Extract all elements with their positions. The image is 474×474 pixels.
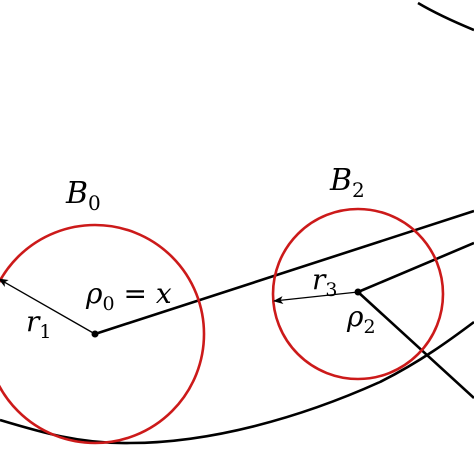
path-rho2-upper	[357, 241, 474, 294]
radius-r3-arrow	[273, 291, 359, 305]
radius-r1-arrow	[0, 278, 96, 335]
ball-b2-base: B	[329, 163, 352, 198]
r1-sub: 1	[39, 321, 51, 343]
path-rho2-lower	[357, 291, 474, 399]
rho0-sub: 0	[102, 293, 114, 315]
rho0-label: ρ0 = x	[85, 277, 172, 315]
rho2-point	[354, 288, 362, 296]
rho0-rest: = x	[115, 277, 172, 310]
rho2-label: ρ2	[346, 300, 376, 338]
ball-b0-sub: 0	[88, 191, 101, 215]
r1-label: r1	[26, 305, 51, 343]
r3-sub: 3	[325, 279, 337, 301]
ball-b0-circle	[0, 223, 206, 445]
path-rho0-to-right	[94, 209, 474, 336]
r3-base: r	[312, 263, 327, 296]
rho0-point	[91, 330, 99, 338]
ball-b2-sub: 2	[352, 178, 365, 202]
ball-b0-base: B	[65, 176, 88, 211]
ball-b2-label: B2	[329, 163, 365, 202]
rho0-base: ρ	[85, 277, 103, 310]
ball-b0-label: B0	[65, 176, 101, 215]
r3-label: r3	[312, 263, 337, 301]
top-right-curve	[417, 1, 474, 32]
ball-b2-circle	[271, 207, 445, 381]
rho2-base: ρ	[346, 300, 364, 333]
lower-bounding-curve	[0, 320, 474, 445]
rho2-sub: 2	[363, 316, 375, 338]
r1-base: r	[26, 305, 41, 338]
